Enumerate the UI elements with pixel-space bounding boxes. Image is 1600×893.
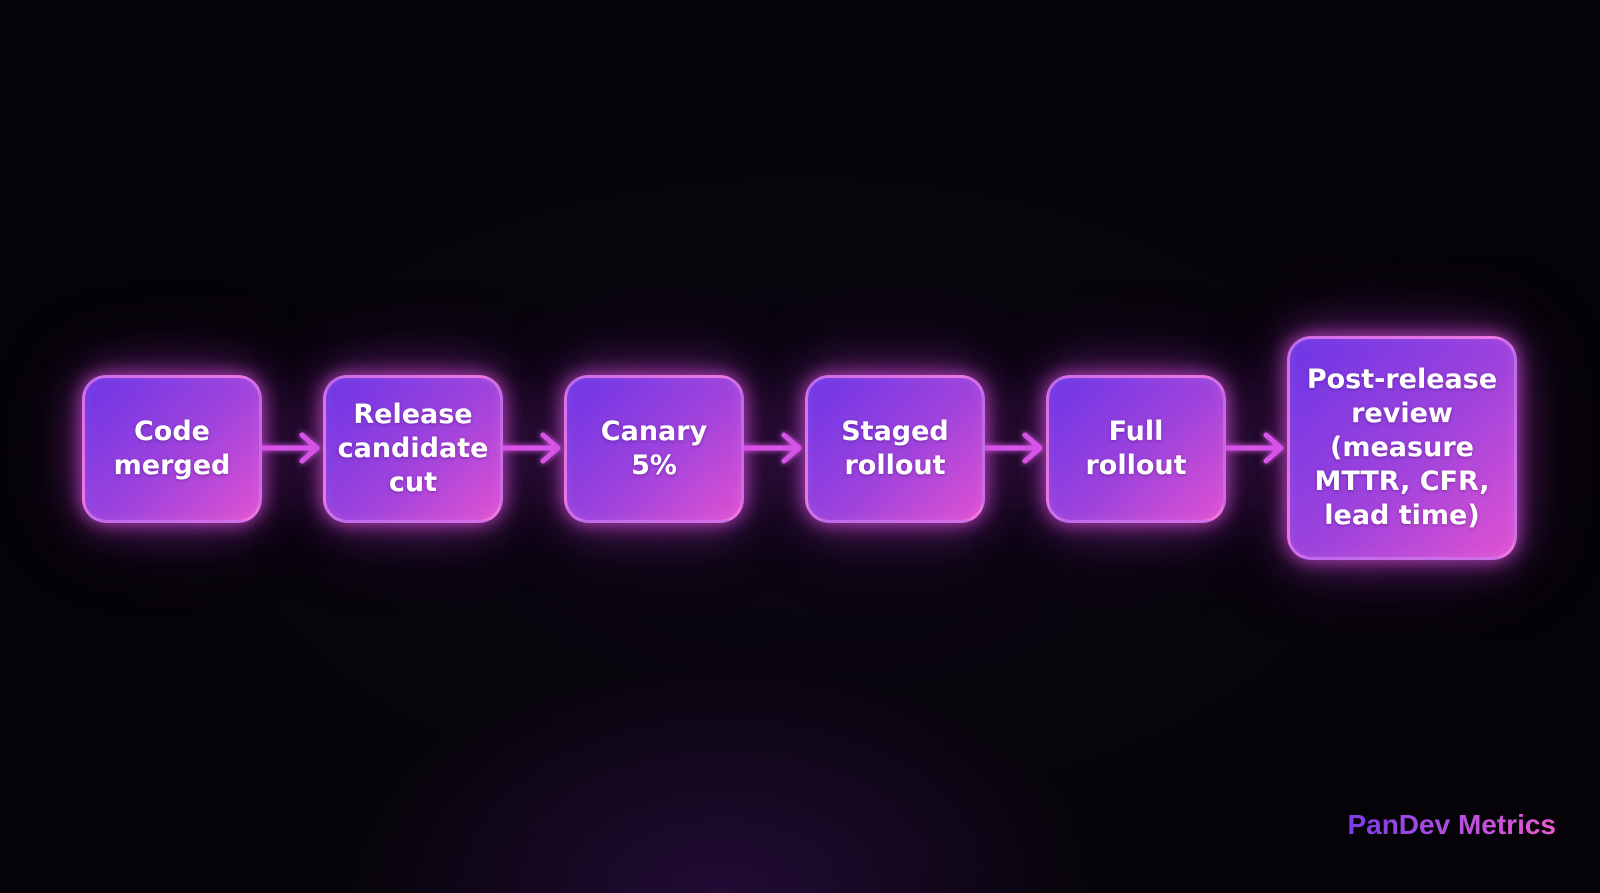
brand-logo-text: PanDev Metrics	[1347, 809, 1556, 840]
node-post-release-review: Post-release review (measure MTTR, CFR, …	[1287, 336, 1517, 560]
node-staged-rollout-label: Staged rollout	[841, 416, 949, 481]
node-release-candidate-cut: Release candidate cut	[323, 375, 503, 523]
arrow-canary-to-staged-rollout	[741, 432, 802, 464]
arrow-release-candidate-cut-to-canary	[500, 432, 561, 464]
arrow-full-rollout-to-post-release-review	[1223, 432, 1284, 464]
node-full-rollout-label: Full rollout	[1085, 416, 1187, 481]
node-full-rollout: Full rollout	[1046, 375, 1226, 523]
node-post-release-review-label: Post-release review (measure MTTR, CFR, …	[1306, 364, 1498, 531]
node-canary-label: Canary 5%	[600, 416, 708, 481]
node-staged-rollout: Staged rollout	[805, 375, 985, 523]
node-code-merged-label: Code merged	[113, 416, 231, 481]
node-release-candidate-cut-label: Release candidate cut	[337, 399, 489, 498]
arrow-staged-rollout-to-full-rollout	[982, 432, 1043, 464]
node-code-merged: Code merged	[82, 375, 262, 523]
arrow-code-merged-to-release-candidate-cut	[259, 432, 320, 464]
node-canary: Canary 5%	[564, 375, 744, 523]
